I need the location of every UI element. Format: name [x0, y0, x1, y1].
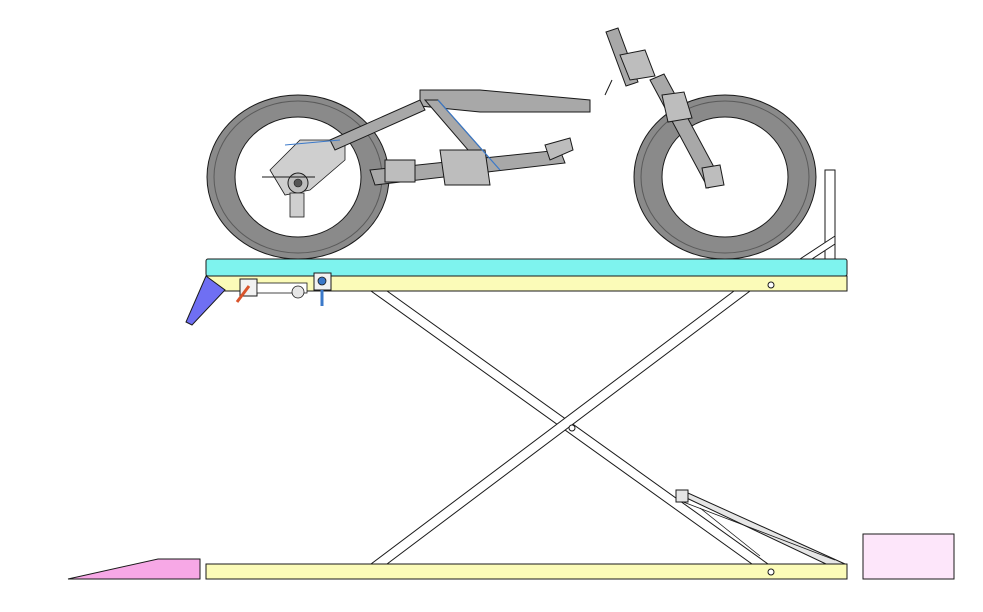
- loading-ramp: [67, 558, 201, 580]
- base-frame: [205, 563, 848, 580]
- rear-wheel: [206, 94, 390, 260]
- front-bracket: [185, 275, 226, 326]
- scissor-pivot: [568, 424, 576, 432]
- front-wheel: [633, 94, 817, 260]
- fork: [605, 27, 725, 189]
- lock-lever-icon[interactable]: [235, 278, 308, 303]
- scissor-mechanism: [369, 290, 770, 565]
- wheel-chock: [798, 169, 836, 260]
- hydraulic-cylinder: [675, 489, 846, 565]
- rear-block: [862, 533, 955, 580]
- table-deck: [205, 258, 848, 277]
- motorcycle-icon: [206, 27, 817, 260]
- release-valve[interactable]: [313, 272, 332, 306]
